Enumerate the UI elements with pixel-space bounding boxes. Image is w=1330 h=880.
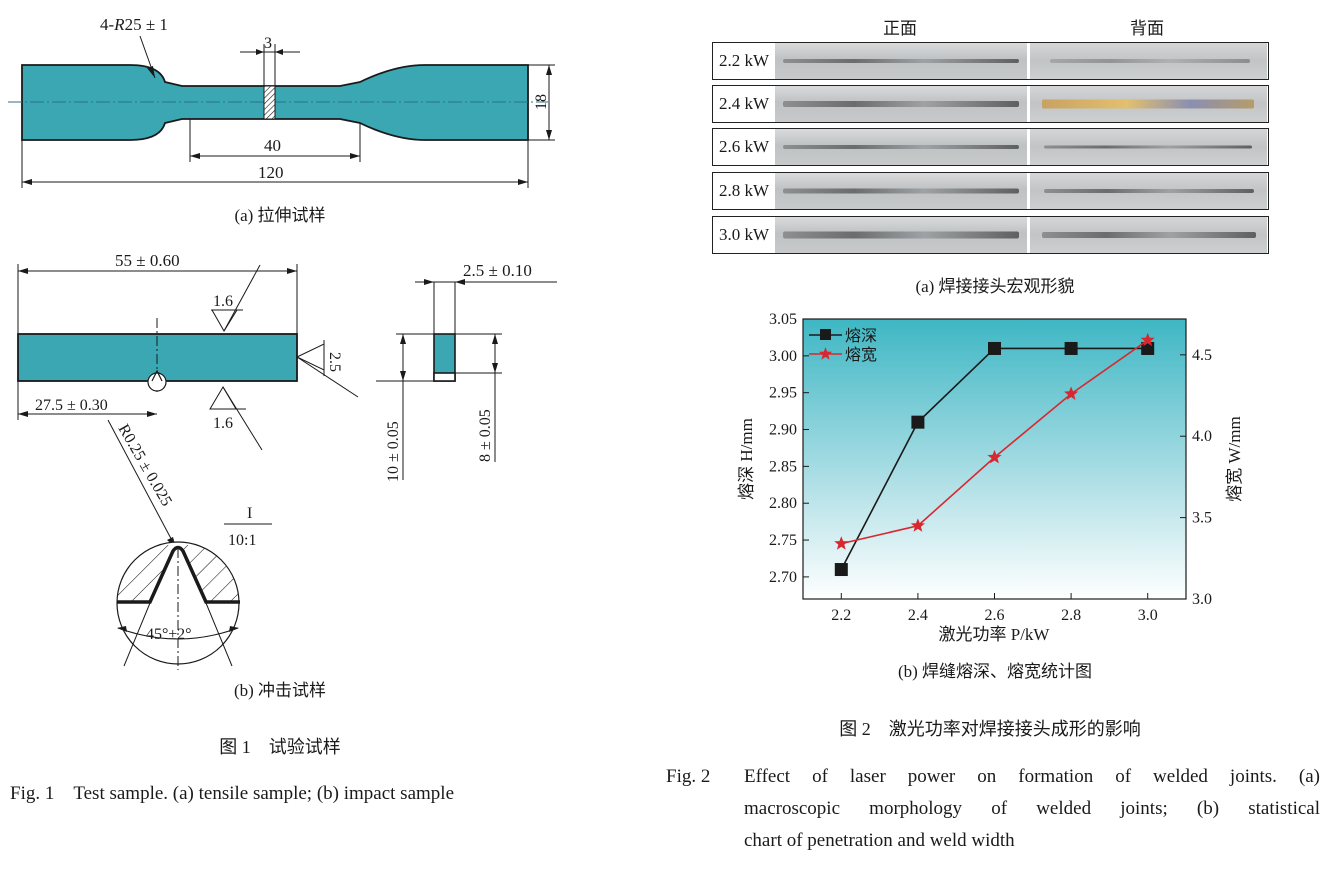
x-tick-label: 2.8 xyxy=(1061,607,1081,624)
power-label: 2.4 kW xyxy=(718,94,770,113)
power-label: 3.0 kW xyxy=(718,225,770,244)
width-point xyxy=(834,536,849,550)
weld-front-photo xyxy=(775,129,1027,165)
fig1a-caption: (a) 拉伸试样 xyxy=(234,206,326,225)
section-notch-height-dim: 8 ± 0.05 xyxy=(477,409,494,462)
fig2-title-line: macroscopic morphology of welded joints;… xyxy=(744,798,1320,819)
roughness-side: 2.5 xyxy=(326,352,343,372)
y-tick-label: 3.00 xyxy=(769,348,797,365)
width-point xyxy=(1064,386,1079,400)
height-dim: 18 xyxy=(533,94,550,110)
x-tick-label: 2.6 xyxy=(985,607,1005,624)
fig2-title-en: Effect of laser power on formation of we… xyxy=(744,761,1320,857)
weld-back-photo xyxy=(1030,129,1267,165)
legend-penetration: 熔深 xyxy=(845,327,877,345)
gauge-length-dim: 40 xyxy=(264,136,281,155)
x-tick-label: 2.4 xyxy=(908,607,928,624)
weld-front-photo xyxy=(775,43,1027,79)
fig2-title-cn: 图 2 激光功率对焊接接头成形的影响 xyxy=(839,719,1141,739)
penetration-point xyxy=(911,415,925,429)
weld-front-photo xyxy=(775,217,1027,253)
x-tick-label: 3.0 xyxy=(1138,607,1158,624)
radius-dim: 4-R25 ± 1 xyxy=(100,15,168,34)
penetration-point xyxy=(988,341,1001,355)
weld-back-photo xyxy=(1030,173,1267,209)
section-width-dim: 2.5 ± 0.10 xyxy=(463,261,532,280)
weld-photo-row: 2.2 kW xyxy=(712,42,1269,80)
weld-photo-row: 3.0 kW xyxy=(712,216,1269,254)
y2-tick-label: 4.5 xyxy=(1192,347,1212,364)
y-tick-label: 2.75 xyxy=(769,532,797,549)
y2-tick-label: 3.0 xyxy=(1192,591,1212,608)
notch-radius-dim: R0.25 ± 0.025 xyxy=(115,422,175,510)
weld-photo-row: 2.4 kW xyxy=(712,85,1269,123)
y-tick-label: 2.85 xyxy=(769,458,797,475)
y2-tick-label: 3.5 xyxy=(1192,510,1212,527)
y-tick-label: 2.90 xyxy=(769,422,797,439)
y-tick-label: 3.05 xyxy=(769,311,797,328)
y-tick-label: 2.95 xyxy=(769,385,797,402)
fig2-title-line: Effect of laser power on formation of we… xyxy=(744,766,1320,787)
fig2a-caption: (a) 焊接接头宏观形貌 xyxy=(915,277,1075,296)
weld-photo-row: 2.8 kW xyxy=(712,172,1269,210)
fig1b-caption: (b) 冲击试样 xyxy=(233,681,327,700)
roughness-top: 1.6 xyxy=(213,293,233,310)
impact-sample-drawing: 55 ± 0.60 1.6 1.6 2.5 27.5 ± 0.30 R0.25 … xyxy=(17,251,557,670)
weld-back-photo xyxy=(1030,43,1267,79)
x-axis-label: 激光功率 P/kW xyxy=(939,625,1051,644)
impact-length-dim: 55 ± 0.60 xyxy=(115,251,180,270)
notch-angle-dim: 45°±2° xyxy=(146,626,192,643)
detail-scale: 10:1 xyxy=(228,532,256,549)
fig2b-caption: (b) 焊缝熔深、熔宽统计图 xyxy=(897,662,1093,681)
y2-tick-label: 4.0 xyxy=(1192,428,1212,445)
x-tick-label: 2.2 xyxy=(831,607,851,624)
y-tick-label: 2.80 xyxy=(769,495,797,512)
weld-photo-row: 2.6 kW xyxy=(712,128,1269,166)
width-point xyxy=(1140,332,1155,347)
weld-back-photo xyxy=(1030,86,1267,122)
y2-axis-label: 熔宽 W/mm xyxy=(1225,416,1244,501)
weld-front-photo xyxy=(775,86,1027,122)
total-length-dim: 120 xyxy=(258,163,284,182)
power-label: 2.2 kW xyxy=(718,51,770,70)
width-point xyxy=(987,449,1002,464)
fig2-title-en-prefix: Fig. 2 xyxy=(666,766,711,787)
half-length-dim: 27.5 ± 0.30 xyxy=(35,397,108,414)
weld-front-photo xyxy=(775,173,1027,209)
fig1-title-cn: 图 1 试验试样 xyxy=(219,737,341,757)
column-front-label: 正面 xyxy=(883,19,917,38)
roughness-bottom: 1.6 xyxy=(213,415,233,432)
y-tick-label: 2.70 xyxy=(769,569,797,586)
penetration-point xyxy=(1064,341,1078,355)
detail-id: I xyxy=(247,505,252,522)
section-height-dim: 10 ± 0.05 xyxy=(385,421,402,482)
power-label: 2.8 kW xyxy=(718,181,770,200)
power-label: 2.6 kW xyxy=(718,137,770,156)
penetration-point xyxy=(834,563,848,577)
penetration-width-chart: 2.2 2.4 2.6 2.8 3.0 2.70 2.75 2.80 2.85 2.90 2.95… xyxy=(737,311,1244,644)
fig1-title-en: Fig. 1 Test sample. (a) tensile sample; … xyxy=(10,783,455,804)
column-back-label: 背面 xyxy=(1130,19,1164,38)
legend-width: 熔宽 xyxy=(845,346,877,364)
notch-width-dim: 3 xyxy=(264,35,272,52)
weld-back-photo xyxy=(1030,217,1267,253)
legend: 熔深 熔宽 xyxy=(809,327,877,364)
fig2-title-line: chart of penetration and weld width xyxy=(744,830,1015,851)
width-point xyxy=(910,518,925,532)
tensile-sample-drawing: 3 4-R25 ± 1 18 40 120 xyxy=(8,15,555,188)
y-axis-label: 熔深 H/mm xyxy=(737,418,756,500)
